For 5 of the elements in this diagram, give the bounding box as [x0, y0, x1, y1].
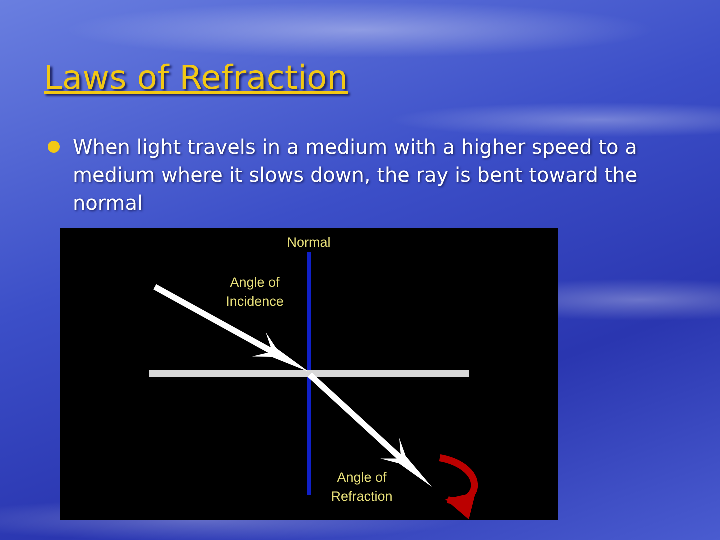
diagram-label: Angle of Refraction: [330, 469, 394, 506]
slide-title: Laws of Refraction: [44, 58, 348, 97]
bullet-text: When light travels in a medium with a higher speed to a medium where it slows down, the ray is bent toward the normal: [73, 134, 639, 217]
diagram-label: Normal: [286, 234, 332, 252]
diagram-label: Angle of Incidence: [225, 274, 285, 311]
